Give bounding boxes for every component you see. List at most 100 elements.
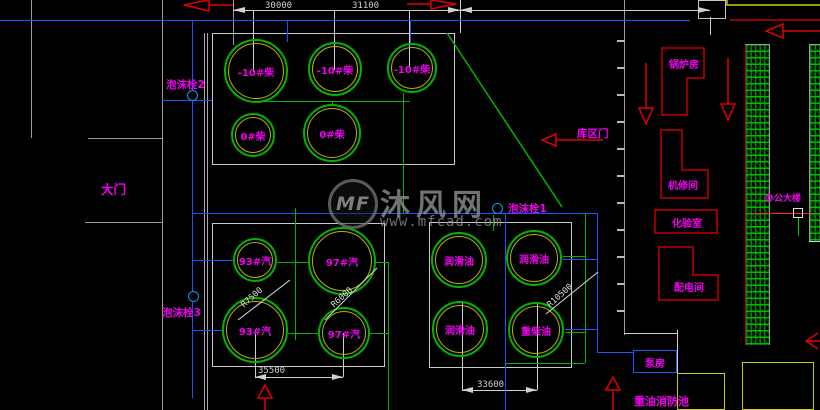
tank-center-line [334, 10, 335, 70]
yellow-boundary-line [726, 0, 820, 6]
tank-label: 0#柴 [319, 129, 345, 141]
foam-hydrant-symbol [188, 291, 199, 302]
boundary-line [677, 330, 678, 373]
tank-label: 润滑油 [519, 254, 549, 266]
pipe-blue [563, 259, 597, 260]
crosshair-pickbox [793, 208, 803, 218]
tank-label: -10#柴 [237, 67, 275, 79]
tank: 重柴油 [508, 302, 564, 358]
tank: -10#柴 [224, 39, 288, 103]
tank: 97#汽 [308, 227, 376, 295]
crosshair-vertical [798, 218, 799, 236]
dim-arrow [526, 387, 537, 393]
pipe-blue [192, 213, 597, 214]
tank-label: -10#柴 [393, 64, 431, 76]
upper-tank-group-boundary [212, 33, 455, 165]
radius-leader [324, 267, 378, 321]
laboratory-outline [654, 209, 718, 234]
pipe-green-diagonal [446, 32, 563, 208]
tank-center-line [409, 10, 410, 68]
tank-label: -10#柴 [316, 65, 354, 77]
tank: 93#汽 [233, 238, 277, 282]
tree-strip-cap [809, 44, 820, 45]
pipe-green [256, 101, 410, 102]
radius-leader [545, 271, 599, 315]
tank: 0#柴 [303, 104, 361, 162]
down-arrow-head [637, 107, 655, 126]
pipe-green [288, 333, 318, 334]
gate-wall-top [88, 138, 162, 139]
right-arrow-head [430, 0, 457, 10]
boiler-room-outline [661, 47, 705, 116]
dim-extension [710, 17, 711, 35]
dimension-line-bottom-left [255, 377, 343, 378]
pipe-blue [597, 352, 633, 353]
pipe-green [295, 208, 296, 340]
tank-label: 97#汽 [327, 329, 361, 341]
pump-house-label: 泵房 [645, 359, 665, 370]
pipe-blue [565, 329, 597, 330]
up-arrow-head [604, 375, 622, 391]
lower-left-tank-group-boundary [212, 223, 385, 367]
tank: -10#柴 [387, 43, 437, 93]
pipe-green [370, 333, 388, 334]
foam-hydrant-2-label: 泡沫栓2 [166, 79, 205, 91]
pipe-blue [192, 330, 222, 331]
pipe-green [563, 256, 585, 257]
tree-strip-border [745, 44, 746, 345]
pipe-green [565, 332, 585, 333]
watermark-logo: MF [328, 179, 378, 229]
main-gate-label: 大门 [101, 182, 127, 197]
dim-value: 33600 [477, 380, 505, 390]
dim-arrow [462, 387, 473, 393]
tree-strip-border [769, 44, 770, 345]
left-arrow-head [183, 0, 210, 12]
tank-label: 0#柴 [240, 131, 266, 143]
machine-repair-label: 机修间 [668, 181, 698, 192]
pipe-blue [505, 213, 506, 410]
depot-gate-arrow-head [540, 132, 557, 148]
pipe-green [376, 262, 388, 263]
pipe-green [505, 363, 585, 364]
pipe-blue [287, 20, 288, 42]
dim-value: 30000 [265, 1, 293, 11]
down-arrow-head [719, 103, 737, 122]
boiler-room-label: 锅炉房 [669, 60, 699, 71]
heavy-oil-fire-pool-label: 重油消防池 [634, 395, 689, 408]
boundary-line [624, 333, 677, 334]
foam-hydrant-1-label: 泡沫栓1 [508, 203, 547, 215]
boundary-line [809, 241, 820, 242]
tank: 97#汽 [318, 307, 370, 359]
pipe-blue [162, 100, 212, 101]
pipe-green [332, 101, 333, 106]
pipe-blue [410, 20, 411, 43]
foam-hydrant-symbol [492, 203, 503, 214]
dim-value: 35500 [258, 366, 286, 376]
tank-label: 93#汽 [238, 256, 272, 268]
pipe-blue [192, 260, 233, 261]
tank-label: 重柴油 [521, 326, 551, 338]
tank: 0#柴 [231, 113, 275, 157]
trees-hatch [746, 44, 769, 345]
tank-label: 97#汽 [325, 257, 359, 269]
dim-value: 31100 [352, 1, 380, 11]
tank: 润滑油 [431, 232, 487, 288]
laboratory-label: 化验室 [672, 219, 702, 230]
dim-extension [460, 0, 461, 33]
tank: 润滑油 [506, 230, 562, 286]
dim-arrow [698, 7, 710, 13]
radius-leader [237, 279, 291, 321]
west-wall [162, 0, 163, 410]
pipe-green [585, 213, 586, 363]
extension-line [207, 33, 208, 410]
lower-middle-tank-group-boundary [429, 222, 572, 368]
wall-line [31, 0, 32, 138]
foam-hydrant-symbol [187, 90, 198, 101]
tank: 润滑油 [432, 301, 488, 357]
watermark-url: www.mfcad.com [380, 214, 503, 230]
foam-hydrant-3-label: 泡沫栓3 [162, 307, 201, 319]
dim-extension [233, 0, 234, 45]
gate-wall-bottom [85, 222, 162, 223]
